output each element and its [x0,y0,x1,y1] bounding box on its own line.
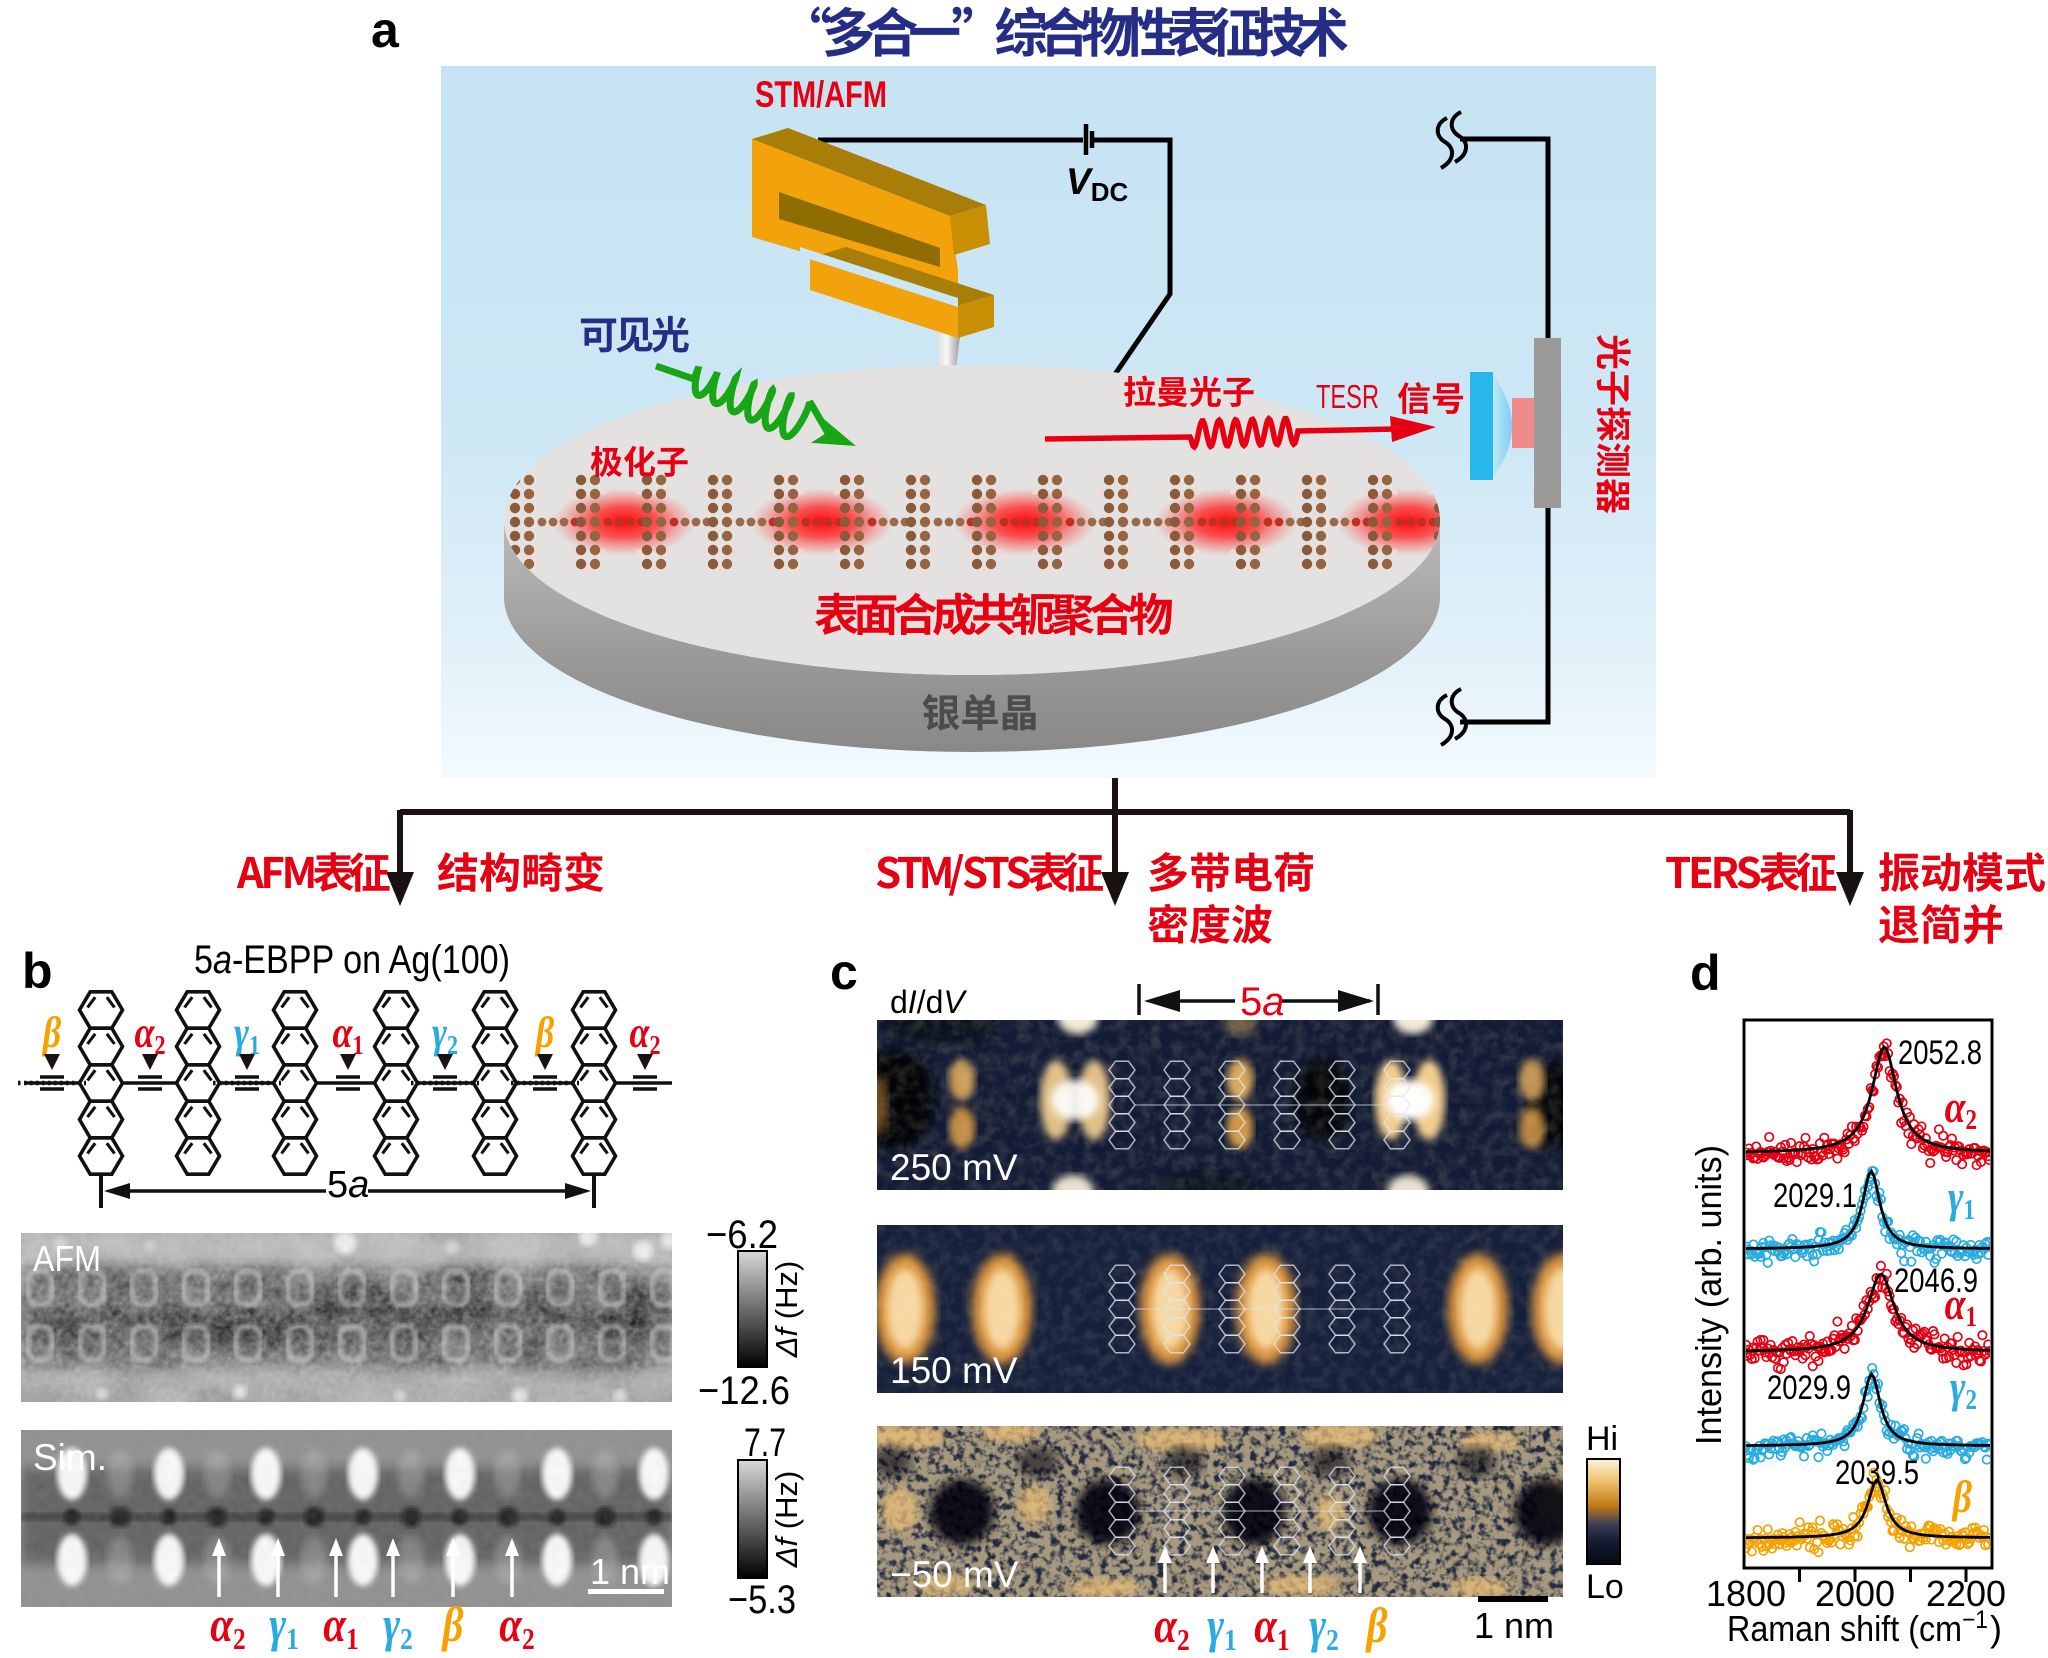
svg-text:−50 mV: −50 mV [890,1554,1019,1595]
svg-text:2052.8: 2052.8 [1898,1034,1982,1072]
svg-text:250 mV: 250 mV [890,1147,1018,1188]
svg-text:−6.2: −6.2 [706,1213,778,1257]
svg-text:STM/AFM: STM/AFM [755,74,887,115]
svg-text:1 nm: 1 nm [1474,1605,1554,1646]
svg-text:d: d [1690,945,1721,1001]
svg-text:β: β [534,1008,555,1057]
svg-text:β: β [41,1008,62,1057]
svg-text:γ1: γ1 [269,1596,299,1653]
svg-text:Raman shift (cm: Raman shift (cm [1727,1608,1962,1649]
svg-text:−12.6: −12.6 [698,1369,790,1413]
svg-text:5a-EBPP on Ag(100): 5a-EBPP on Ag(100) [194,938,510,982]
svg-text:b: b [22,943,53,999]
svg-text:α1: α1 [323,1596,358,1653]
svg-text:γ1: γ1 [1207,1597,1237,1653]
svg-text:2029.1: 2029.1 [1773,1177,1857,1215]
svg-text:VDC: VDC [1066,161,1128,207]
svg-text:α2: α2 [1945,1083,1977,1136]
svg-text:−1: −1 [1962,1606,1988,1634]
svg-text:2200: 2200 [1926,1573,2006,1614]
svg-text:β: β [1365,1597,1388,1653]
svg-text:β: β [1951,1473,1973,1523]
svg-text:α2: α2 [134,1008,165,1061]
svg-text:α2: α2 [499,1596,534,1653]
svg-text:2039.5: 2039.5 [1835,1454,1919,1492]
svg-text:α2: α2 [629,1008,660,1061]
svg-text:5a: 5a [327,1164,369,1206]
svg-text:Sim.: Sim. [33,1437,107,1478]
svg-text:c: c [830,944,858,1000]
svg-text:−5.3: −5.3 [728,1578,796,1622]
svg-text:α2: α2 [210,1596,245,1653]
svg-text:AFM: AFM [33,1238,101,1279]
svg-text:1800: 1800 [1706,1573,1786,1614]
svg-text:1 nm: 1 nm [590,1551,670,1592]
svg-text:2046.9: 2046.9 [1894,1262,1978,1300]
svg-text:α1: α1 [332,1008,363,1061]
svg-text:a: a [371,2,400,58]
svg-text:γ2: γ2 [383,1596,413,1653]
svg-text:2000: 2000 [1815,1573,1895,1614]
svg-text:): ) [1990,1608,2002,1649]
svg-text:β: β [441,1596,464,1652]
svg-text:Δf (Hz): Δf (Hz) [769,1471,804,1569]
svg-text:Hi: Hi [1586,1420,1618,1458]
svg-text:Intensity (arb. units): Intensity (arb. units) [1688,1145,1729,1445]
svg-text:Lo: Lo [1586,1568,1624,1606]
svg-text:γ1: γ1 [234,1008,260,1061]
svg-text:γ1: γ1 [1948,1173,1975,1226]
svg-text:7.7: 7.7 [744,1421,786,1465]
svg-text:γ2: γ2 [1309,1597,1339,1653]
svg-text:TESR: TESR [1316,378,1379,415]
svg-text:α2: α2 [1154,1597,1189,1653]
svg-text:α1: α1 [1254,1597,1289,1653]
svg-text:γ2: γ2 [1950,1363,1977,1416]
svg-text:2029.9: 2029.9 [1767,1369,1851,1407]
svg-text:α1: α1 [1945,1280,1977,1333]
svg-text:dI/dV: dI/dV [890,984,967,1020]
svg-text:5a: 5a [1240,980,1285,1024]
svg-text:γ2: γ2 [432,1008,458,1061]
svg-text:Δf (Hz): Δf (Hz) [769,1261,804,1359]
svg-text:150 mV: 150 mV [890,1350,1018,1391]
